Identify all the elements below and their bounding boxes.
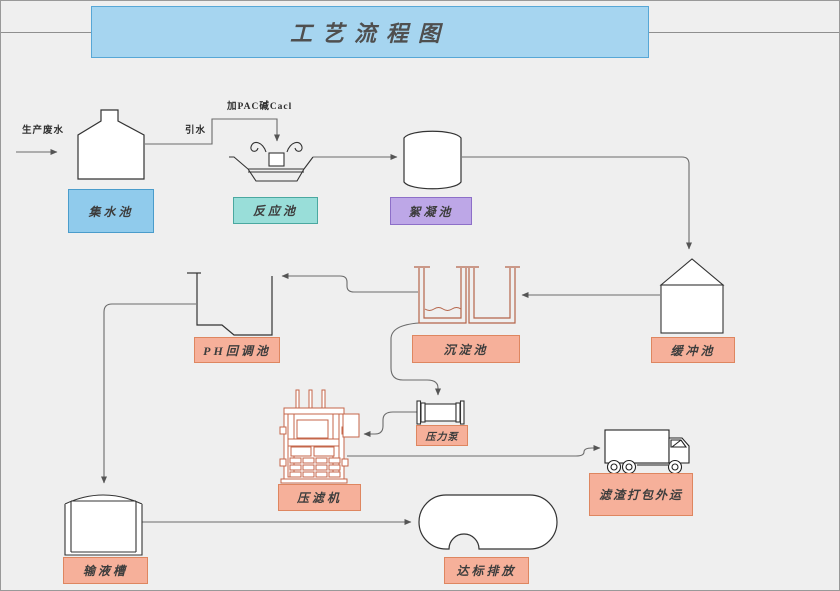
label-residue-truck: 滤渣打包外运 <box>589 473 693 516</box>
connector-pump-to-press <box>363 411 417 437</box>
collection-tank-shape <box>77 109 145 180</box>
label-buffer: 缓冲池 <box>651 337 735 363</box>
draw-water-annotation: 引水 <box>185 126 207 136</box>
sedimentation-basins-shape <box>414 266 520 324</box>
label-pressure-pump: 压力泵 <box>416 425 468 446</box>
label-flocculation: 絮凝池 <box>390 197 472 225</box>
feed-annotation: 生产废水 <box>22 126 65 136</box>
label-sedimentation: 沉淀池 <box>412 335 520 363</box>
label-filter-press: 压滤机 <box>278 484 361 511</box>
sprinkler-box <box>268 152 285 167</box>
title-banner: 工艺流程图 <box>91 6 649 58</box>
water-line <box>424 307 462 311</box>
label-collection: 集水池 <box>68 189 154 233</box>
page-title: 工艺流程图 <box>289 21 450 46</box>
label-ph-adjust: PH回调池 <box>194 337 280 363</box>
connector-flocculation-to-buffer <box>462 156 692 250</box>
pressure-pump-shape <box>416 400 465 425</box>
label-transfer-tank: 输液槽 <box>63 557 148 584</box>
connector-press-to-truck <box>347 445 601 457</box>
connector-collection-to-reaction <box>145 118 280 145</box>
dosing-annotation: 加PAC碱Cacl <box>227 102 293 112</box>
press-outlet-box <box>342 413 360 438</box>
connector-sedimentation-to-ph <box>281 273 418 293</box>
filter-press-shape <box>279 389 360 484</box>
connector-sedimentation-to-pump <box>390 322 441 396</box>
connector-ph-to-transfer-tank <box>101 303 196 484</box>
label-discharge: 达标排放 <box>444 557 529 584</box>
label-reaction: 反应池 <box>233 197 318 224</box>
spray-right-icon <box>286 141 303 153</box>
flocculation-drum-shape <box>403 130 462 190</box>
discharge-vessel-shape <box>418 494 558 550</box>
buffer-tank-shape <box>659 258 725 334</box>
reaction-basin-shape <box>229 141 314 182</box>
connectors <box>16 118 692 525</box>
transfer-tank-shape <box>64 494 143 556</box>
truck-icon <box>604 429 690 475</box>
ph-basin-shape <box>187 272 273 336</box>
spray-left-icon <box>250 141 267 153</box>
press-plates-grid <box>289 457 341 478</box>
